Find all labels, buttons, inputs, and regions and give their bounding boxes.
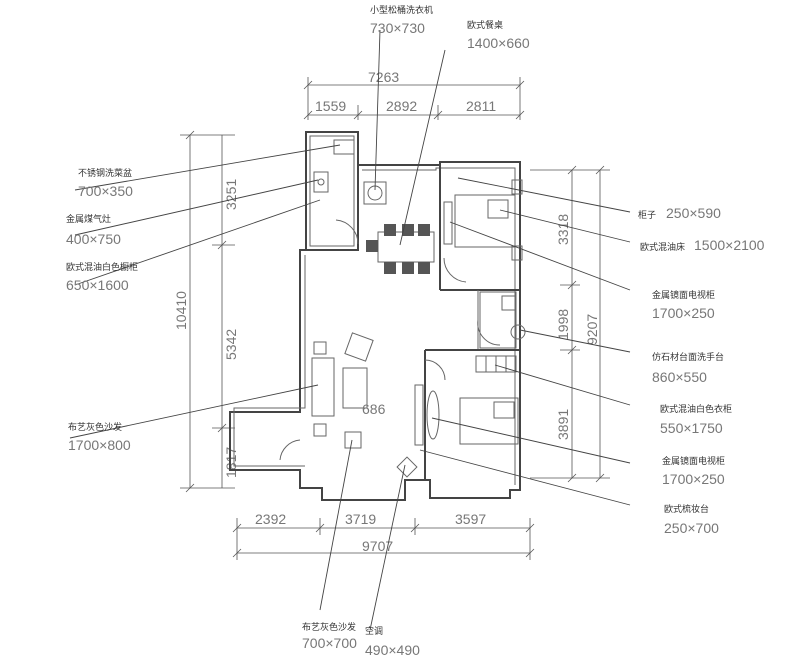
dining-chair (384, 224, 396, 236)
label-bed-cn: 欧式混油床 (640, 241, 685, 253)
right-dimension-chain: 3318 1998 3891 9207 (530, 165, 610, 483)
basin-fixture (510, 324, 526, 340)
label-window-sill-size: 250×700 (664, 520, 719, 536)
walls (229, 131, 521, 501)
coffee-table-fixture (342, 367, 368, 409)
dim-bottom-2: 3719 (345, 511, 376, 527)
dining-chair (384, 262, 396, 274)
dim-top-3: 2811 (466, 98, 496, 114)
dim-bottom-3: 3597 (455, 511, 486, 527)
label-bedside-cn: 柜子 (638, 209, 656, 221)
label-sink-cn: 不锈钢洗菜盆 (78, 167, 132, 179)
dim-top-2: 2892 (386, 98, 417, 114)
sofa-main-fixture (311, 357, 335, 417)
dim-bottom-total: 9707 (362, 538, 393, 554)
label-basin-size: 860×550 (652, 369, 707, 385)
label-wardrobe-cn: 欧式混油白色衣柜 (660, 403, 732, 415)
label-ac-size: 490×490 (365, 642, 420, 658)
label-cabinet-size: 650×1600 (66, 277, 129, 293)
tv-cabinet-1-fixture (443, 201, 453, 245)
dim-right-3: 3891 (555, 409, 571, 440)
label-gas-stove-cn: 金属煤气灶 (66, 213, 111, 225)
toilet-fixture (501, 295, 517, 311)
label-washer-cn: 小型松桶洗衣机 (370, 4, 433, 16)
left-dimension-chain: 10410 3251 5342 1817 (173, 130, 239, 493)
label-tv-cabinet-1-cn: 金属镜面电视柜 (652, 289, 715, 301)
stove-burner (317, 178, 325, 186)
ac-fixture (396, 456, 418, 478)
dim-bottom-1: 2392 (255, 511, 286, 527)
sink-fixture (333, 139, 355, 155)
label-sofa-main-size: 1700×800 (68, 437, 131, 453)
bed-1-fixture (454, 194, 516, 248)
label-washer-size: 730×730 (370, 20, 425, 36)
side-table (313, 341, 327, 355)
label-wardrobe-size: 550×1750 (660, 420, 723, 436)
annotations: 小型松桶洗衣机 730×730 欧式餐桌 1400×660 不锈钢洗菜盆 700… (66, 4, 765, 658)
label-tv-cabinet-2-size: 1700×250 (662, 471, 725, 487)
dining-chair (402, 224, 414, 236)
label-cabinet-cn: 欧式混油白色橱柜 (66, 261, 138, 273)
gas-stove-fixture (313, 171, 329, 193)
pillow (487, 199, 509, 219)
dim-left-2: 5342 (223, 329, 239, 360)
dim-top-1: 1559 (315, 98, 346, 114)
dim-right-1: 3318 (555, 214, 571, 245)
armchair-fixture (344, 332, 374, 362)
pillow (493, 401, 515, 419)
tv-cabinet-2-fixture (426, 390, 440, 440)
label-sofa-small-cn: 布艺灰色沙发 (302, 621, 356, 633)
dining-chair (418, 224, 430, 236)
window-sill-fixture (414, 384, 424, 446)
dim-top-total: 7263 (368, 69, 399, 85)
label-dining-table-cn: 欧式餐桌 (467, 19, 503, 31)
label-sofa-main-cn: 布艺灰色沙发 (68, 421, 122, 433)
bottom-dimension-chain: 2392 3719 3597 9707 (232, 511, 535, 560)
label-tv-cabinet-2-cn: 金属镜面电视柜 (662, 455, 725, 467)
leader-lines (69, 29, 631, 631)
label-basin-cn: 仿石材台面洗手台 (652, 351, 724, 363)
bedside-fixture (511, 245, 523, 261)
dining-chair (418, 262, 430, 274)
dim-right-total: 9207 (584, 314, 600, 345)
top-dimension-chain: 7263 1559 2892 2811 (303, 69, 525, 120)
label-sink-size: 700×350 (78, 183, 133, 199)
label-bed-size: 1500×2100 (694, 237, 765, 253)
label-sofa-small-size: 700×700 (302, 635, 357, 651)
label-window-sill-cn: 欧式梳妆台 (664, 503, 709, 515)
label-dining-table-size: 1400×660 (467, 35, 530, 51)
dim-right-2: 1998 (555, 309, 571, 340)
furniture: 686 (311, 139, 526, 478)
label-ac-cn: 空调 (365, 625, 383, 637)
dining-chair (366, 240, 378, 252)
sofa-small-fixture (344, 431, 362, 449)
label-gas-stove-size: 400×750 (66, 231, 121, 247)
label-bedside-size: 250×590 (666, 205, 721, 221)
dim-inner-686: 686 (362, 401, 386, 417)
dim-left-total: 10410 (173, 291, 189, 330)
label-tv-cabinet-1-size: 1700×250 (652, 305, 715, 321)
bedside-fixture (511, 179, 523, 195)
dining-table-fixture (377, 231, 435, 263)
bed-2-fixture (459, 397, 519, 445)
dim-left-1: 3251 (223, 179, 239, 210)
side-table (313, 423, 327, 437)
dining-chair (402, 262, 414, 274)
